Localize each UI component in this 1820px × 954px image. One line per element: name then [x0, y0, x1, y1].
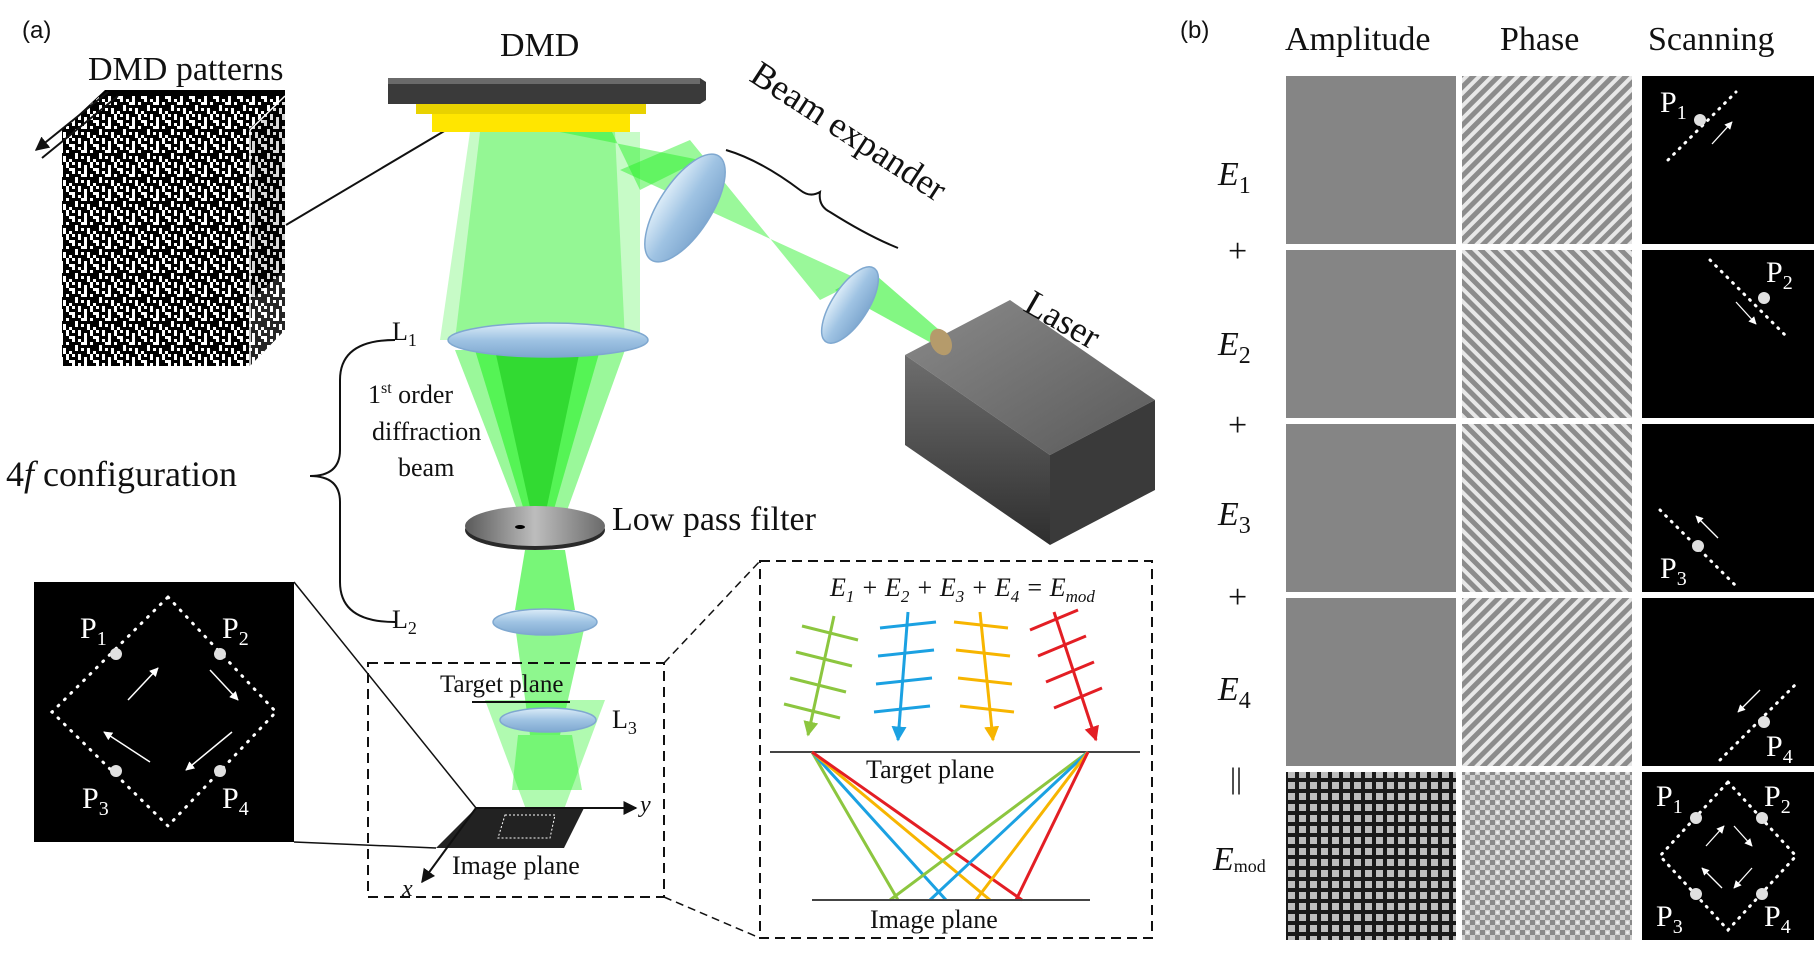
crossing-rays: [810, 750, 1090, 902]
four-f-brace: [309, 339, 396, 623]
inset-p2-label: P2: [222, 612, 249, 650]
beam-expander-label: Beam expander: [744, 53, 954, 209]
dmd-patterns-arrow: [34, 91, 119, 159]
first-order-label-line1: 1st order: [368, 380, 453, 409]
scanning-e2: P2: [1642, 250, 1814, 418]
amplitude-e4: [1286, 598, 1456, 766]
lens-l1: [447, 322, 649, 358]
four-f-config-label: 4f configuration: [6, 454, 237, 494]
diffraction-beams: [440, 132, 640, 820]
first-order-label-line3: beam: [398, 453, 454, 482]
beam-expander-brace: [725, 149, 899, 249]
low-pass-filter-label: Low pass filter: [612, 501, 817, 538]
scan-e3-p3: P3: [1660, 552, 1687, 590]
low-pass-filter: [465, 506, 605, 550]
amplitude-e1: [1286, 76, 1456, 244]
scanning-e1: P1: [1642, 76, 1814, 244]
phase-e3: [1462, 424, 1632, 592]
zoom-line-bottom: [663, 896, 761, 939]
expander-lens-1: [644, 153, 726, 263]
dmd-label: DMD: [500, 27, 579, 64]
phase-e4: [1462, 598, 1632, 766]
scan-e2-p2: P2: [1766, 256, 1793, 294]
scan-e1-p1: P1: [1660, 86, 1687, 124]
phase-e2: [1462, 250, 1632, 418]
y-axis-label: y: [638, 792, 651, 818]
col-header-scanning: Scanning: [1648, 21, 1775, 58]
wave-yellow: [953, 611, 1015, 742]
col-header-phase: Phase: [1500, 21, 1579, 58]
operator-3: +: [1228, 579, 1247, 616]
inset-p1-label: P1: [80, 612, 107, 650]
operator-2: +: [1228, 407, 1247, 444]
scan-emod-p4: P4: [1764, 900, 1791, 938]
panel-a-label: (a): [22, 17, 51, 44]
inset-p3-label: P3: [82, 782, 109, 820]
laser-box: [905, 300, 1155, 545]
amplitude-e2: [1286, 250, 1456, 418]
interference-inset: E1 + E2 + E3 + E4 = Emod: [759, 560, 1153, 939]
zoom-line-top: [663, 560, 761, 664]
scan-emod-p1: P1: [1656, 780, 1683, 818]
inset-connector-bottom: [293, 841, 437, 849]
inset-p4-label: P4: [222, 782, 249, 820]
first-order-label-line2: diffraction: [372, 417, 481, 446]
row-label-e1: E1: [1217, 156, 1251, 199]
panel-b: (b) Amplitude Phase Scanning E1 + E2 + E…: [1180, 17, 1814, 940]
scan-pattern-inset: P1 P2 P3 P4: [34, 582, 294, 842]
inset-image-plane-label: Image plane: [870, 905, 998, 934]
lens-l3-label: L3: [612, 705, 637, 738]
scan-e4-p4: P4: [1766, 730, 1793, 768]
lens-l2: [492, 608, 598, 636]
wave-blue: [873, 611, 937, 742]
scan-emod-p3: P3: [1656, 900, 1683, 938]
panel-a: (a) DMD patterns DMD: [6, 17, 1155, 939]
wave-green: [783, 615, 859, 737]
amplitude-e3: [1286, 424, 1456, 592]
scanning-e3: P3: [1642, 424, 1814, 592]
lens-l1-label: L1: [392, 317, 417, 350]
row-label-emod: Emod: [1212, 841, 1266, 878]
panel-b-label: (b): [1180, 17, 1209, 44]
row-label-e4: E4: [1217, 671, 1251, 714]
inset-connector-top: [293, 581, 477, 809]
amplitude-emod: [1286, 772, 1456, 940]
wave-red: [1029, 608, 1103, 742]
operator-equals: ||: [1230, 762, 1242, 795]
dmd-connector-line: [285, 129, 447, 226]
target-image-dashed-box: [367, 662, 665, 898]
row-label-e2: E2: [1217, 326, 1251, 369]
row-label-e3: E3: [1217, 496, 1251, 539]
dmd-patterns-stack: [62, 90, 286, 366]
inset-target-plane-label: Target plane: [866, 755, 994, 784]
lens-l3: [499, 707, 597, 733]
image-plane-scan-path: [497, 814, 556, 839]
x-axis-arrow: [421, 807, 477, 884]
lens-l2-label: L2: [392, 605, 417, 638]
operator-1: +: [1228, 233, 1247, 270]
interference-equation: E1 + E2 + E3 + E4 = Emod: [829, 573, 1095, 606]
col-header-amplitude: Amplitude: [1285, 21, 1430, 58]
image-plane-sheet: [436, 808, 584, 848]
target-plane-label: Target plane: [440, 671, 563, 698]
phase-e1: [1462, 76, 1632, 244]
image-plane-label: Image plane: [452, 851, 580, 880]
scanning-emod: P1 P2 P3 P4: [1642, 772, 1814, 940]
scanning-e4: P4: [1642, 598, 1814, 768]
dmd-device: DMD: [388, 27, 706, 132]
scan-emod-p2: P2: [1764, 780, 1791, 818]
dmd-patterns-label: DMD patterns: [88, 51, 283, 88]
phase-emod: [1462, 772, 1632, 940]
x-axis-label: x: [401, 876, 413, 902]
expander-lens-2: [820, 266, 880, 344]
